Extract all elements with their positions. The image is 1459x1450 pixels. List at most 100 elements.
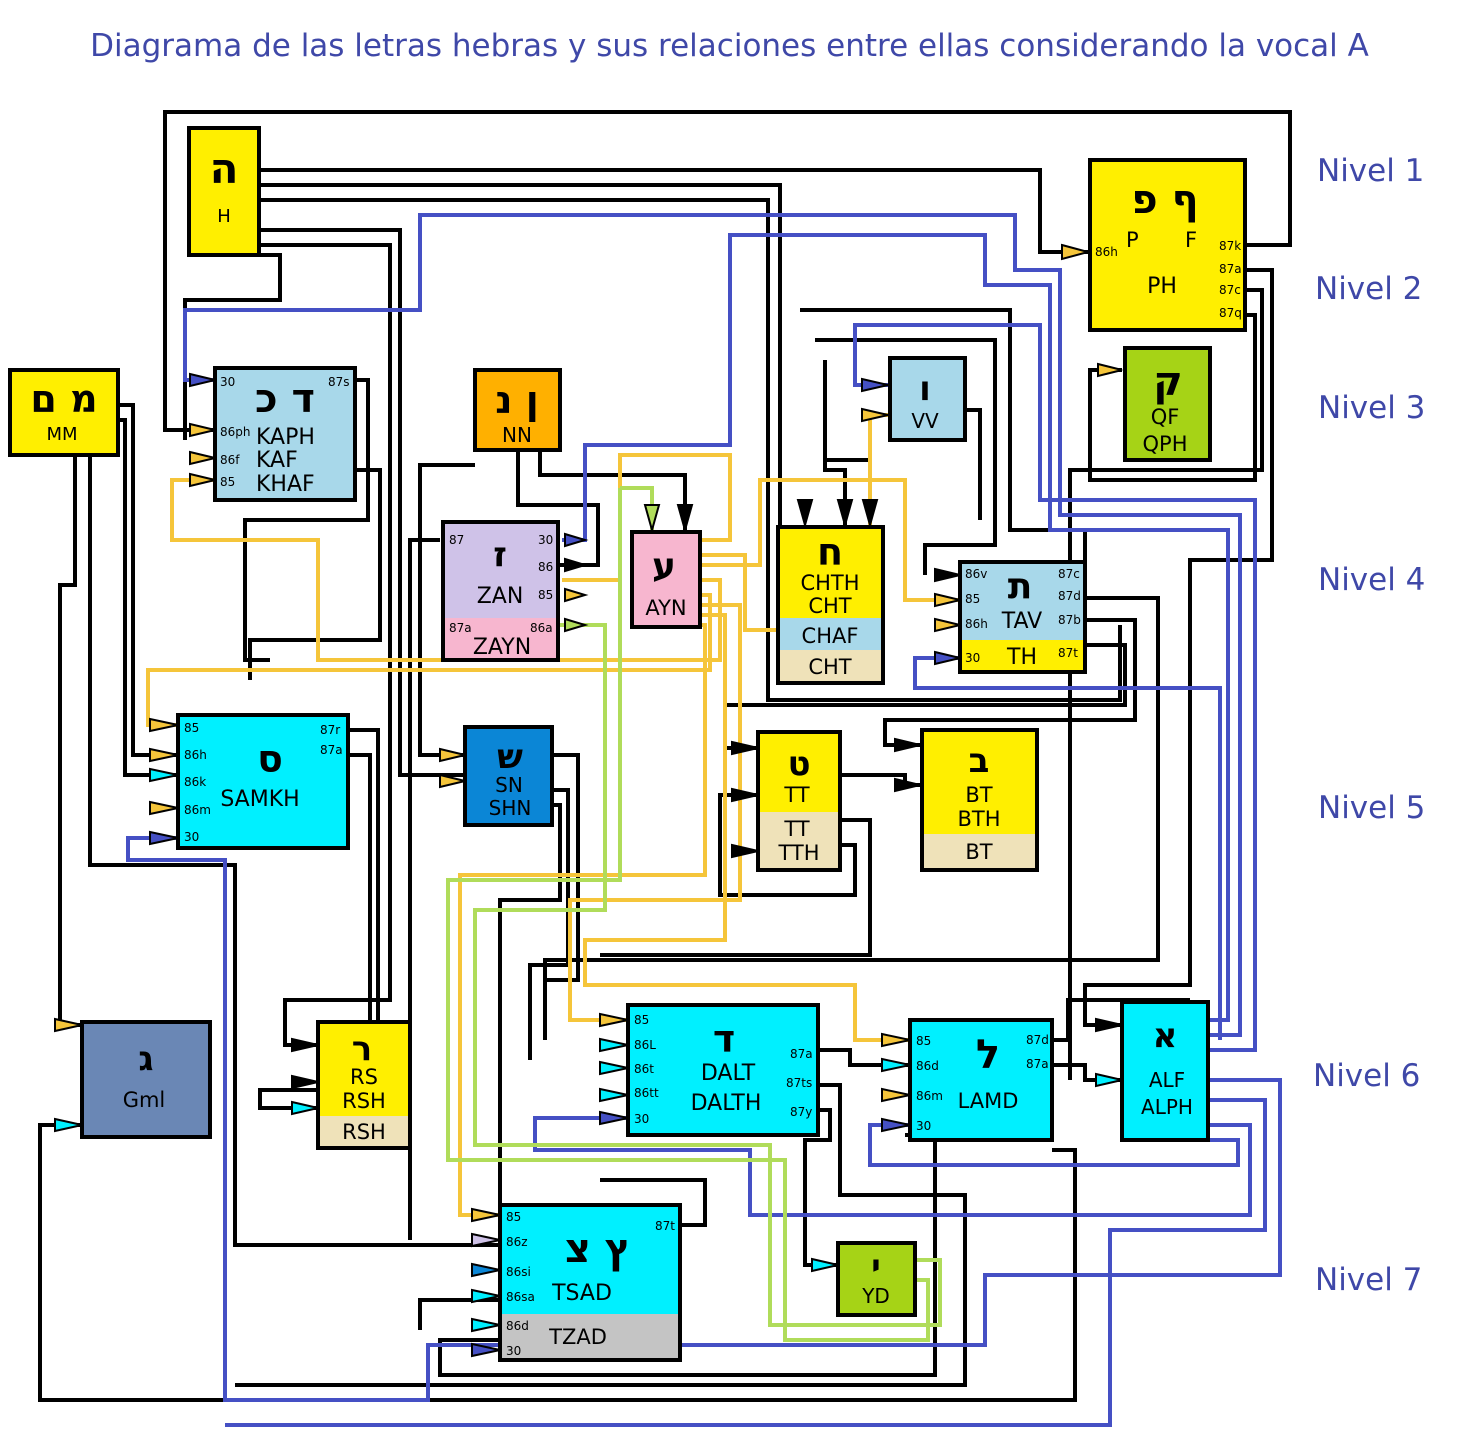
tsad-glyph: ץ צ	[565, 1226, 631, 1272]
box-pph: ף פ P F PH 86h 87k 87a 87c 87q	[1088, 158, 1247, 332]
box-bt: ב BT BTH BT	[920, 728, 1039, 872]
box-kaph: ד כ KAPH KAF KHAF 30 86ph 86f 85 87s	[213, 366, 357, 502]
alf-label-2: ALPH	[1141, 1095, 1193, 1119]
tt-label: TT	[783, 783, 809, 807]
box-tav: ת TAV TH 86v 85 86h 30 87c 87d 87b 87t	[958, 560, 1087, 674]
tsad-port: 87t	[655, 1219, 675, 1233]
kaph-port: 30	[220, 375, 235, 389]
box-samkh: ס SAMKH 85 86h 86k 86m 30 87r 87a	[176, 713, 350, 850]
shn-label-1: SN	[495, 773, 523, 797]
level-2-label: Nivel 2	[1315, 271, 1422, 307]
box-mm: מ ם MM	[8, 368, 120, 457]
lamd-port: 87a	[1026, 1057, 1049, 1071]
level-6-label: Nivel 6	[1313, 1058, 1420, 1094]
tsad-label: TSAD	[551, 1281, 612, 1306]
tt-glyph: ט	[787, 744, 810, 784]
box-dalt: ד DALT DALTH 85 86L 86t 86tt 30 87a 87ts…	[626, 1003, 820, 1137]
pph-label-f: F	[1185, 228, 1197, 252]
box-gml: ג Gml	[80, 1020, 212, 1139]
samkh-port: 85	[184, 721, 199, 735]
rsh-band-label: RSH	[342, 1120, 386, 1144]
tzad-label: TZAD	[548, 1325, 607, 1349]
kaph-port: 87s	[328, 375, 350, 389]
kaph-label-2: KAF	[256, 448, 298, 473]
mm-label: MM	[46, 424, 77, 445]
pph-port: 87q	[1219, 306, 1242, 320]
box-qf: ק QF QPH	[1123, 346, 1212, 462]
dalt-port: 86tt	[634, 1086, 659, 1100]
h-glyph: ה	[210, 144, 239, 193]
rsh-label-2: RSH	[342, 1089, 386, 1113]
lamd-port: 87d	[1026, 1033, 1049, 1047]
bt-glyph: ב	[969, 741, 990, 781]
box-rsh: ר RS RSH RSH	[316, 1020, 412, 1150]
dalt-port: 85	[634, 1013, 649, 1027]
box-yd: י YD	[836, 1241, 917, 1317]
dalt-port: 87y	[790, 1105, 812, 1119]
nn-glyph: ן נ	[495, 378, 539, 422]
box-zan: ז ZAN ZAYN 87 87a 30 86 85 86a	[441, 520, 560, 662]
level-3-label: Nivel 3	[1318, 390, 1425, 426]
cht-label: CHT	[808, 655, 851, 679]
chth-glyph: ח	[817, 530, 843, 574]
tsad-port: 86si	[506, 1265, 531, 1279]
rsh-glyph: ר	[352, 1029, 372, 1069]
zayn-label: ZAYN	[473, 635, 531, 660]
pph-port: 87a	[1219, 262, 1242, 276]
box-tsad: ץ צ TSAD TZAD 85 86z 86si 86sa 86d 30 87…	[498, 1203, 682, 1362]
shn-label-2: SHN	[489, 796, 532, 820]
vv-label: VV	[911, 409, 939, 433]
bt-label-2: BTH	[957, 807, 1000, 831]
tsad-port: 86z	[506, 1235, 528, 1249]
dalt-port: 87a	[790, 1047, 813, 1061]
mm-glyph: מ ם	[30, 377, 97, 421]
bt-band-label: BT	[965, 840, 992, 864]
tav-port: 85	[965, 592, 980, 606]
gml-glyph: ג	[138, 1039, 153, 1079]
kaph-glyph: ד כ	[255, 376, 315, 422]
connector-lines-gold	[146, 413, 960, 1217]
chth-label-1: CHTH	[800, 571, 859, 595]
lamd-label: LAMD	[958, 1089, 1019, 1113]
alf-label-1: ALF	[1149, 1068, 1185, 1092]
level-5-label: Nivel 5	[1318, 790, 1425, 826]
samkh-glyph: ס	[257, 737, 283, 781]
dalt-label-2: DALTH	[691, 1091, 762, 1116]
tsad-port: 86d	[506, 1319, 529, 1333]
diagram-title: Diagrama de las letras hebras y sus rela…	[90, 28, 1369, 64]
alf-glyph: א	[1153, 1016, 1178, 1056]
kaph-port: 86f	[220, 453, 240, 467]
tav-port: 87c	[1058, 567, 1080, 581]
tsad-port: 85	[506, 1210, 521, 1224]
chth-label-2: CHT	[808, 594, 851, 618]
kaph-port: 86ph	[220, 425, 251, 439]
zan-port: 30	[538, 533, 553, 547]
chaf-label: CHAF	[802, 624, 859, 648]
zan-port: 86a	[530, 621, 553, 635]
qf-label-2: QPH	[1143, 432, 1188, 456]
samkh-port: 87a	[320, 743, 343, 757]
box-ayn: ע AYN	[630, 530, 702, 629]
dalt-port: 86t	[634, 1062, 654, 1076]
kaph-label-3: KHAF	[256, 472, 315, 497]
pph-label-ph: PH	[1147, 274, 1177, 299]
pph-port: 87c	[1219, 283, 1241, 297]
level-7-label: Nivel 7	[1315, 1262, 1422, 1298]
lamd-port: 30	[916, 1119, 931, 1133]
dalt-glyph: ד	[713, 1017, 735, 1061]
zan-port: 85	[538, 588, 553, 602]
tav-glyph: ת	[1008, 566, 1033, 607]
dalt-label-1: DALT	[701, 1061, 756, 1086]
samkh-port: 86m	[184, 803, 211, 817]
dalt-port: 86L	[634, 1038, 656, 1052]
samkh-port: 86k	[184, 775, 206, 789]
dalt-port: 30	[634, 1112, 649, 1126]
gml-label: Gml	[123, 1088, 166, 1112]
box-shn: ש SN SHN	[463, 725, 554, 827]
tav-port: 30	[965, 651, 980, 665]
dalt-port: 87ts	[786, 1076, 812, 1090]
samkh-port: 30	[184, 830, 199, 844]
samkh-port: 87r	[320, 723, 340, 737]
tav-port: 87b	[1058, 613, 1081, 627]
zan-port: 87	[449, 533, 464, 547]
